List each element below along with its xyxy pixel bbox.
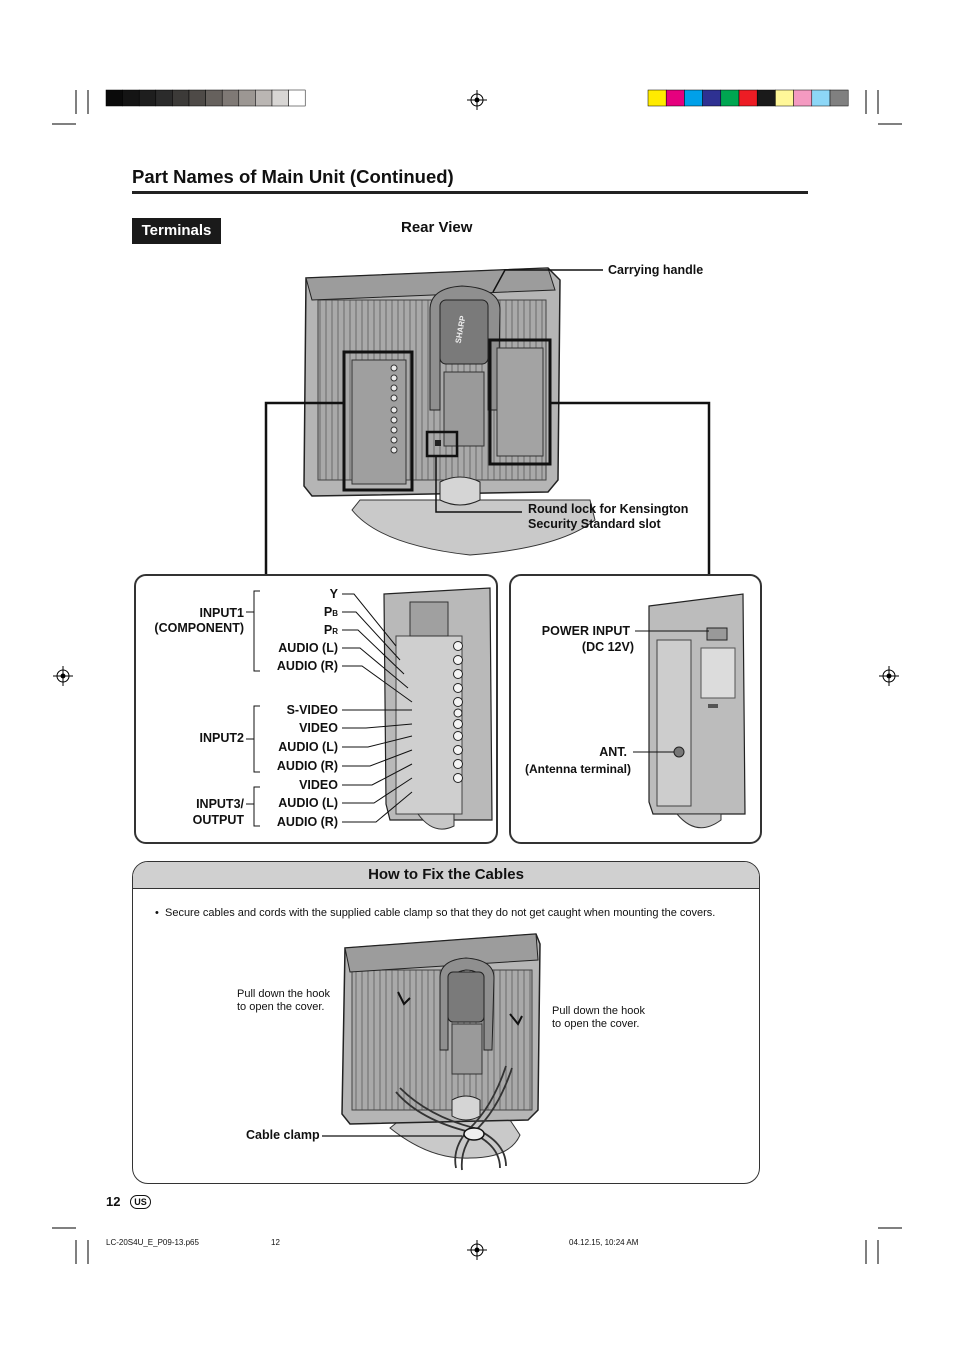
- group-label-component: (COMPONENT): [154, 621, 244, 635]
- terminal-label-s-video: S-VIDEO: [286, 703, 338, 717]
- rear-view-illustration: SHARP: [264, 267, 711, 574]
- section-badge-terminals: Terminals: [132, 218, 221, 244]
- terminal-label-audio-l-3: AUDIO (L): [278, 796, 338, 810]
- carrying-handle-callout: Carrying handle: [608, 263, 704, 277]
- terminal-label-pr: PR: [323, 623, 338, 637]
- terminal-label-y: Y: [329, 587, 338, 601]
- footer-file-page: 12: [271, 1238, 280, 1247]
- terminal-label-audio-r: AUDIO (R): [276, 659, 338, 673]
- group-label-input3: INPUT3/: [196, 797, 244, 811]
- instruction-text: Secure cables and cords with the supplie…: [164, 907, 716, 919]
- footer-timestamp: 04.12.15, 10:24 AM: [569, 1238, 639, 1247]
- power-input-label: POWER INPUT: [541, 624, 630, 638]
- color-swatch: [829, 89, 849, 107]
- how-to-fix-cables-header: [133, 862, 759, 889]
- title-divider: [132, 191, 808, 194]
- antenna-terminal-label: (Antenna terminal): [524, 762, 631, 776]
- left-hook-note-line2: to open the cover.: [237, 1001, 325, 1013]
- right-hook-note-line2: to open the cover.: [552, 1018, 640, 1030]
- terminal-label-video-3: VIDEO: [299, 778, 338, 792]
- left-hook-note-line1: Pull down the hook: [237, 988, 330, 1000]
- bullet-mark: •: [155, 907, 159, 919]
- terminal-label-pb: PB: [323, 605, 338, 619]
- ant-label: ANT.: [599, 745, 627, 759]
- cable-clamp-illustration: [322, 933, 541, 1171]
- kensington-callout-line2: Security Standard slot: [528, 517, 661, 531]
- input-terminals-illustration: [246, 587, 493, 830]
- power-input-voltage-label: (DC 12V): [581, 640, 634, 654]
- page-title: Part Names of Main Unit (Continued): [132, 166, 454, 187]
- cable-clamp-label: Cable clamp: [246, 1128, 320, 1142]
- group-label-input1: INPUT1: [199, 606, 244, 620]
- instruction-bullet: • Secure cables and cords with the suppl…: [155, 907, 715, 919]
- terminal-label-audio-l: AUDIO (L): [278, 641, 338, 655]
- power-antenna-illustration: [633, 593, 746, 829]
- terminal-label-audio-l-2: AUDIO (L): [278, 740, 338, 754]
- rear-view-label: Rear View: [401, 219, 473, 236]
- terminal-label-audio-r-2: AUDIO (R): [276, 759, 338, 773]
- terminal-label-audio-r-3: AUDIO (R): [276, 815, 338, 829]
- how-to-fix-cables-box: How to Fix the Cables • Secure cables an…: [132, 861, 760, 1184]
- kensington-callout-line1: Round lock for Kensington: [528, 502, 689, 516]
- terminal-label-video-2: VIDEO: [299, 721, 338, 735]
- gray-swatch: [288, 89, 306, 107]
- group-label-input2: INPUT2: [199, 731, 244, 745]
- group-label-output: OUTPUT: [192, 813, 244, 827]
- right-hook-note-line1: Pull down the hook: [552, 1005, 645, 1017]
- how-to-fix-cables-title: How to Fix the Cables: [368, 866, 524, 883]
- region-badge: US: [130, 1195, 151, 1209]
- page-number: 12: [106, 1194, 121, 1209]
- footer-file-name: LC-20S4U_E_P09-13.p65: [106, 1238, 199, 1247]
